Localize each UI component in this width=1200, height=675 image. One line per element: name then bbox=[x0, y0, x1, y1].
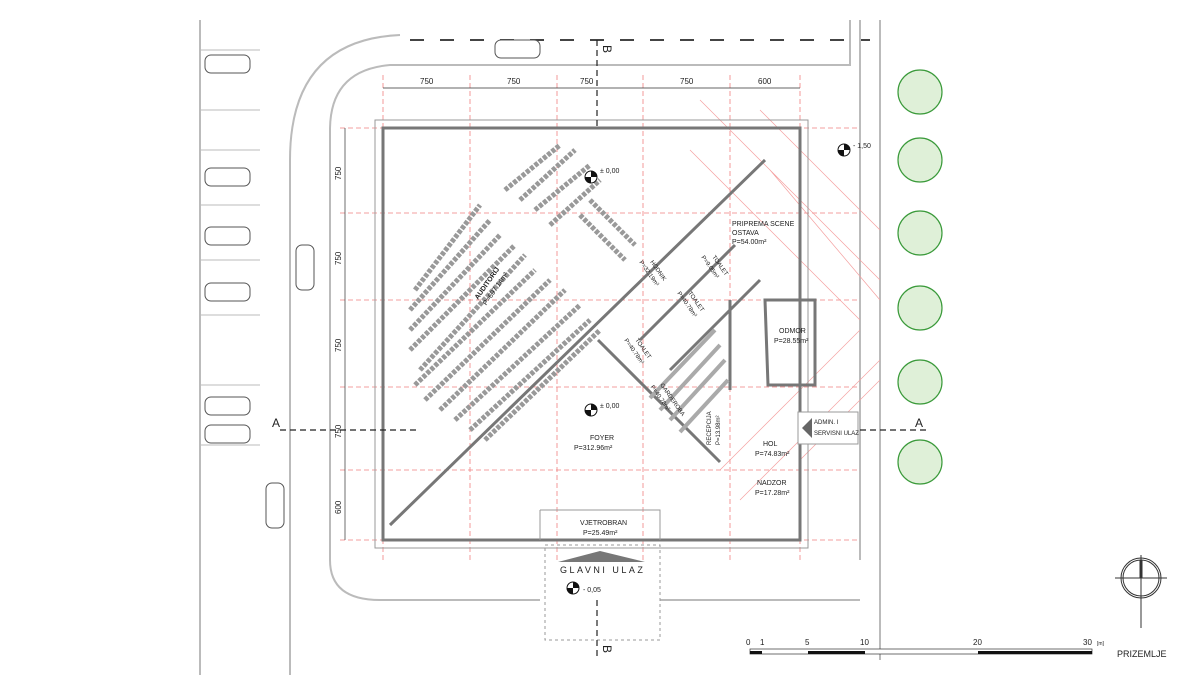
section-lines bbox=[280, 40, 930, 660]
section-a-left-label: A bbox=[272, 416, 280, 430]
dimension-lines bbox=[344, 87, 800, 540]
arrow-left-icon bbox=[802, 418, 812, 438]
level-entrance: - 0,05 bbox=[583, 587, 601, 594]
room-area: P=13.98m² bbox=[716, 415, 722, 445]
building-walls bbox=[374, 119, 817, 641]
room-sub: OSTAVA bbox=[732, 230, 759, 237]
room-area: P=54.00m² bbox=[732, 239, 767, 246]
room-toalet-3: TOALET P=40.78m² bbox=[623, 338, 652, 366]
scale-tick: 10 bbox=[860, 638, 869, 647]
room-foyer: FOYER P=312.96m² bbox=[574, 435, 614, 452]
room-area: P=17.28m² bbox=[755, 490, 790, 497]
room-area: P=25.49m² bbox=[583, 530, 618, 537]
room-odmor: ODMOR P=28.55m² bbox=[774, 328, 809, 345]
dimension-labels: 750 750 750 750 600 750 750 750 750 600 bbox=[334, 77, 772, 514]
dim-top-5: 600 bbox=[758, 77, 772, 86]
dim-top-2: 750 bbox=[507, 77, 521, 86]
scale-bar-labels: 0 1 5 10 20 30 [m] bbox=[746, 638, 1105, 647]
dim-left-4: 750 bbox=[334, 424, 343, 438]
room-toalet-2: TOALET P=40.78m² bbox=[676, 291, 705, 319]
section-a-right-label: A bbox=[915, 416, 923, 430]
scale-tick: 1 bbox=[760, 638, 765, 647]
dim-top-1: 750 bbox=[420, 77, 434, 86]
scale-tick: 20 bbox=[973, 638, 982, 647]
level-marker-icons bbox=[566, 143, 851, 595]
service-entrance-line2: SERVISNI ULAZ bbox=[814, 431, 859, 437]
room-vjetrobran: VJETROBRAN P=25.49m² bbox=[580, 520, 627, 537]
room-name: FOYER bbox=[590, 435, 614, 442]
auditorium-seating bbox=[408, 143, 637, 442]
dim-top-3: 750 bbox=[580, 77, 594, 86]
parking-spaces bbox=[200, 49, 260, 446]
level-exterior: - 1,50 bbox=[853, 143, 871, 150]
room-name: RECEPCIJA bbox=[707, 411, 713, 445]
scale-tick: 30 bbox=[1083, 638, 1092, 647]
room-name: HOL bbox=[763, 441, 778, 448]
scale-tick: 0 bbox=[746, 638, 751, 647]
section-b-top-label: B bbox=[600, 45, 614, 53]
cars bbox=[204, 39, 541, 529]
scale-bar bbox=[749, 648, 1093, 655]
north-arrow-icon bbox=[1115, 555, 1167, 628]
service-entrance-box bbox=[797, 411, 859, 445]
section-b-bottom-label: B bbox=[600, 645, 614, 653]
room-nadzor: NADZOR P=17.28m² bbox=[755, 480, 790, 497]
stairs bbox=[648, 328, 730, 434]
dim-left-3: 750 bbox=[334, 338, 343, 352]
room-area: P=312.96m² bbox=[574, 445, 613, 452]
room-hol: HOL P=74.83m² bbox=[755, 441, 790, 458]
room-name: NADZOR bbox=[757, 480, 787, 487]
site-roads bbox=[199, 20, 881, 675]
room-labels: AUDITORIJ P=697.14m² FOYER P=312.96m² PR… bbox=[474, 221, 809, 537]
room-name: ODMOR bbox=[779, 328, 806, 335]
trees bbox=[897, 69, 943, 485]
scale-tick: 5 bbox=[805, 638, 810, 647]
dim-top-4: 750 bbox=[680, 77, 694, 86]
dim-left-5: 600 bbox=[334, 500, 343, 514]
dim-left-2: 750 bbox=[334, 251, 343, 265]
main-entrance-label: GLAVNI ULAZ bbox=[560, 565, 645, 575]
drawing-title: PRIZEMLJE bbox=[1117, 649, 1167, 659]
level-foyer: ± 0,00 bbox=[600, 403, 620, 410]
room-name: VJETROBRAN bbox=[580, 520, 627, 527]
dim-left-1: 750 bbox=[334, 166, 343, 180]
room-area: P=28.55m² bbox=[774, 338, 809, 345]
scale-unit: [m] bbox=[1097, 641, 1105, 647]
room-priprema: PRIPREMA SCENE OSTAVA P=54.00m² bbox=[732, 221, 795, 246]
level-auditorium: ± 0,00 bbox=[600, 168, 620, 175]
room-recepcija: RECEPCIJA P=13.98m² bbox=[707, 411, 722, 445]
room-name: PRIPREMA SCENE bbox=[732, 221, 795, 228]
room-area: P=74.83m² bbox=[755, 451, 790, 458]
service-entrance-line1: ADMIN. I bbox=[814, 420, 839, 426]
